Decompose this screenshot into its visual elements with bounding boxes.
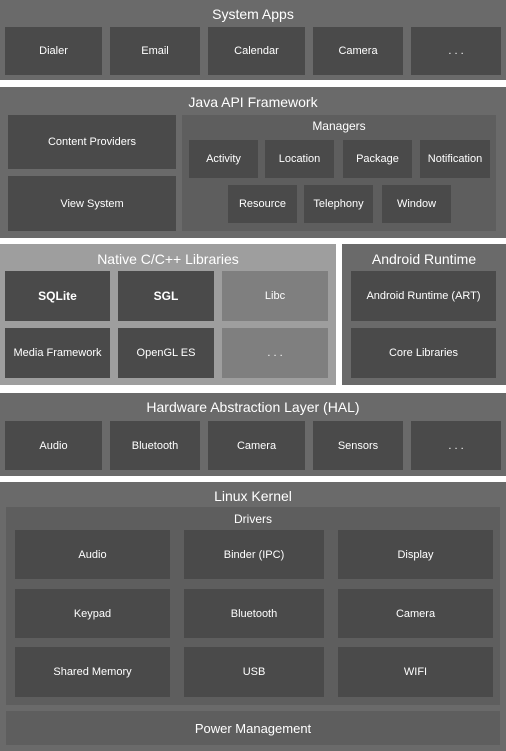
native-lib-libc: Libc: [222, 271, 328, 321]
system-app-more: . . .: [411, 27, 501, 75]
hal-more: . . .: [411, 421, 501, 470]
driver-keypad: Keypad: [15, 589, 170, 638]
driver-binder-ipc: Binder (IPC): [184, 530, 324, 579]
hal-title: Hardware Abstraction Layer (HAL): [146, 399, 360, 415]
native-lib-sqlite: SQLite: [5, 271, 110, 321]
hal-bluetooth: Bluetooth: [110, 421, 200, 470]
hal-layer: Hardware Abstraction Layer (HAL) Audio B…: [0, 393, 506, 476]
drivers-panel: Drivers Audio Binder (IPC) Display Keypa…: [6, 507, 500, 705]
driver-usb: USB: [184, 647, 324, 697]
power-management: Power Management: [6, 711, 500, 745]
native-lib-media-framework: Media Framework: [5, 328, 110, 378]
driver-camera: Camera: [338, 589, 493, 638]
manager-telephony: Telephony: [304, 185, 373, 223]
linux-kernel-layer: Linux Kernel Drivers Audio Binder (IPC) …: [0, 482, 506, 751]
java-api-title: Java API Framework: [188, 94, 318, 110]
content-providers: Content Providers: [8, 115, 176, 169]
system-app-email: Email: [110, 27, 200, 75]
driver-shared-memory: Shared Memory: [15, 647, 170, 697]
manager-window: Window: [382, 185, 451, 223]
native-lib-more: . . .: [222, 328, 328, 378]
manager-notification: Notification: [420, 140, 490, 178]
driver-bluetooth: Bluetooth: [184, 589, 324, 638]
manager-location: Location: [265, 140, 334, 178]
manager-resource: Resource: [228, 185, 297, 223]
hal-audio: Audio: [5, 421, 102, 470]
android-runtime-title: Android Runtime: [371, 251, 477, 267]
system-apps-title: System Apps: [212, 6, 294, 22]
android-runtime-art: Android Runtime (ART): [351, 271, 496, 321]
driver-audio: Audio: [15, 530, 170, 579]
driver-wifi: WIFI: [338, 647, 493, 697]
native-libraries-layer: Native C/C++ Libraries SQLite SGL Libc M…: [0, 244, 336, 385]
native-lib-opengl-es: OpenGL ES: [118, 328, 214, 378]
system-app-dialer: Dialer: [5, 27, 102, 75]
managers-panel: Managers Activity Location Package Notif…: [182, 115, 496, 231]
android-runtime-layer: Android Runtime Android Runtime (ART) Co…: [342, 244, 506, 385]
view-system: View System: [8, 176, 176, 231]
system-app-camera: Camera: [313, 27, 403, 75]
system-apps-layer: System Apps Dialer Email Calendar Camera…: [0, 0, 506, 80]
manager-activity: Activity: [189, 140, 258, 178]
core-libraries: Core Libraries: [351, 328, 496, 378]
driver-display: Display: [338, 530, 493, 579]
hal-sensors: Sensors: [313, 421, 403, 470]
native-lib-sgl: SGL: [118, 271, 214, 321]
power-management-label: Power Management: [194, 720, 312, 736]
java-api-layer: Java API Framework Content Providers Vie…: [0, 87, 506, 238]
linux-kernel-title: Linux Kernel: [214, 488, 292, 504]
system-app-calendar: Calendar: [208, 27, 305, 75]
native-libraries-title: Native C/C++ Libraries: [97, 251, 239, 267]
hal-camera: Camera: [208, 421, 305, 470]
managers-title: Managers: [312, 119, 366, 133]
drivers-title: Drivers: [234, 512, 272, 526]
manager-package: Package: [343, 140, 412, 178]
